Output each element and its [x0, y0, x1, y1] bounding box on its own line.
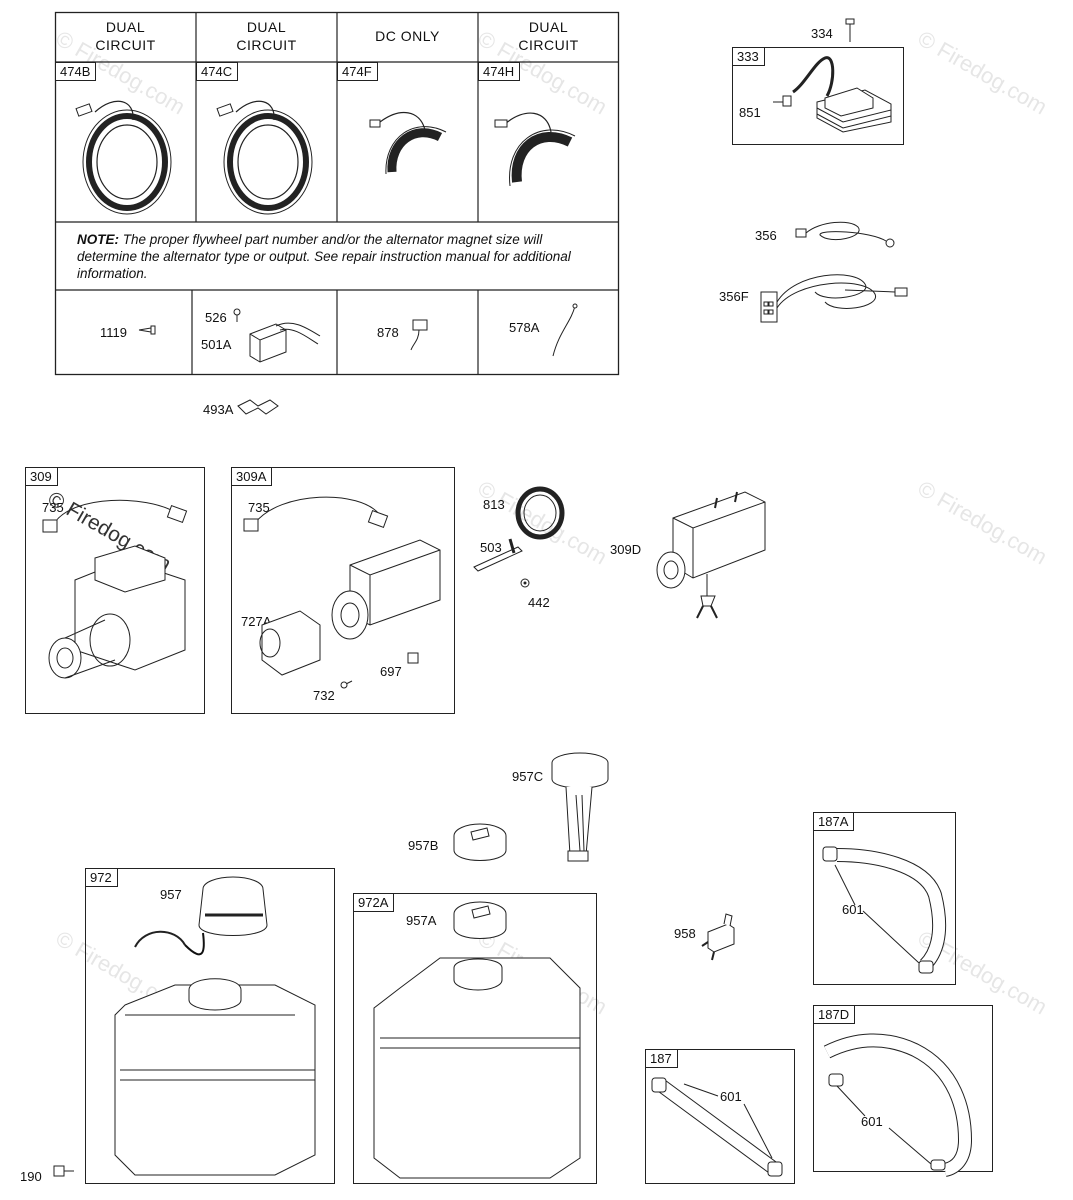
header-dual-circuit: DUAL CIRCUIT	[95, 19, 156, 53]
part-label-878: 878	[377, 325, 399, 340]
part-label-732: 732	[313, 688, 335, 703]
part-tag-474F: 474F	[337, 62, 378, 81]
module-501A-drawing	[233, 308, 321, 363]
part-tag-187D: 187D	[813, 1005, 856, 1024]
table-grid	[54, 11, 620, 376]
alternator-table: DUAL CIRCUIT DUAL CIRCUIT DC ONLY DUAL C…	[54, 11, 620, 376]
valve-958-drawing	[701, 913, 735, 961]
note-label: NOTE:	[77, 232, 119, 247]
part-label-601: 601	[720, 1089, 742, 1104]
alternator-474H-drawing	[494, 112, 576, 187]
hose-187-drawing	[651, 1077, 783, 1177]
part-box-187: 187	[645, 1049, 795, 1184]
bracket-503-drawing	[473, 538, 523, 572]
header-dual-circuit: DUAL CIRCUIT	[236, 19, 297, 53]
alternator-474F-drawing	[369, 111, 447, 175]
part-box-187D: 187D	[813, 1005, 993, 1172]
cap-957C-drawing	[551, 752, 609, 862]
watermark: © Firedog.com	[913, 25, 1052, 120]
harness-356F-drawing	[760, 274, 908, 323]
part-tag-333: 333	[732, 47, 765, 66]
part-box-972: 972	[85, 868, 335, 1184]
part-box-309: 309	[25, 467, 205, 714]
clamp-813-drawing	[515, 486, 565, 540]
nut-442-icon	[520, 578, 530, 588]
ignition-coil-333-drawing	[773, 56, 892, 133]
part-tag-474H: 474H	[478, 62, 521, 81]
part-box-187A: 187A	[813, 812, 956, 985]
part-label-1119: 1119	[100, 325, 127, 340]
part-label-735: 735	[42, 500, 64, 515]
bracket-493A-drawing	[237, 399, 279, 415]
part-label-958: 958	[674, 926, 696, 941]
part-tag-474B: 474B	[55, 62, 97, 81]
part-label-957C: 957C	[512, 769, 544, 784]
header-dc-only: DC ONLY	[375, 28, 440, 44]
wire-356-drawing	[795, 221, 895, 248]
part-box-333: 333	[732, 47, 904, 145]
part-label-190: 190	[20, 1169, 42, 1184]
part-label-697: 697	[380, 664, 402, 679]
part-tag-187A: 187A	[813, 812, 855, 831]
part-label-493A: 493A	[203, 402, 234, 417]
part-label-503: 503	[480, 540, 502, 555]
part-tag-972A: 972A	[353, 893, 395, 912]
part-tag-309A: 309A	[231, 467, 273, 486]
part-label-578A: 578A	[509, 320, 540, 335]
cap-957B-drawing	[453, 823, 507, 861]
part-label-356: 356	[755, 228, 777, 243]
part-label-601: 601	[861, 1114, 883, 1129]
part-tag-972: 972	[85, 868, 118, 887]
part-label-442: 442	[528, 595, 550, 610]
part-label-851: 851	[739, 105, 761, 120]
part-label-356F: 356F	[719, 289, 749, 304]
fuel-tank-972-drawing	[114, 876, 316, 1176]
part-label-601: 601	[842, 902, 864, 917]
screw-334-icon	[845, 18, 855, 42]
starter-309-drawing	[42, 499, 188, 679]
part-tag-474C: 474C	[196, 62, 239, 81]
part-label-309D: 309D	[610, 542, 642, 557]
part-tag-309: 309	[25, 467, 58, 486]
part-box-972A: 972A	[353, 893, 597, 1184]
part-label-735: 735	[248, 500, 270, 515]
part-box-309A: 309A	[231, 467, 455, 714]
screw-190-icon	[53, 1165, 74, 1177]
part-label-526: 526	[205, 310, 227, 325]
hose-187D-drawing	[823, 1033, 973, 1177]
watermark: © Firedog.com	[913, 475, 1052, 570]
part-label-334: 334	[811, 26, 833, 41]
note-body: The proper flywheel part number and/or t…	[77, 232, 571, 281]
note-text: NOTE: The proper flywheel part number an…	[77, 231, 597, 282]
wire-578A-drawing	[552, 303, 578, 357]
header-dual-circuit: DUAL CIRCUIT	[518, 19, 579, 53]
part-label-957: 957	[160, 887, 182, 902]
screw-icon	[138, 325, 156, 335]
fuel-tank-972A-drawing	[373, 901, 581, 1179]
hose-187A-drawing	[822, 846, 947, 974]
connector-878-drawing	[410, 319, 428, 351]
alternator-474B-drawing	[75, 100, 172, 215]
part-label-957A: 957A	[406, 913, 437, 928]
part-tag-187: 187	[645, 1049, 678, 1068]
starter-309D-drawing	[656, 491, 766, 619]
part-label-813: 813	[483, 497, 505, 512]
alternator-474C-drawing	[216, 100, 313, 215]
part-label-957B: 957B	[408, 838, 439, 853]
part-label-501A: 501A	[201, 337, 232, 352]
starter-309A-drawing	[243, 496, 441, 689]
